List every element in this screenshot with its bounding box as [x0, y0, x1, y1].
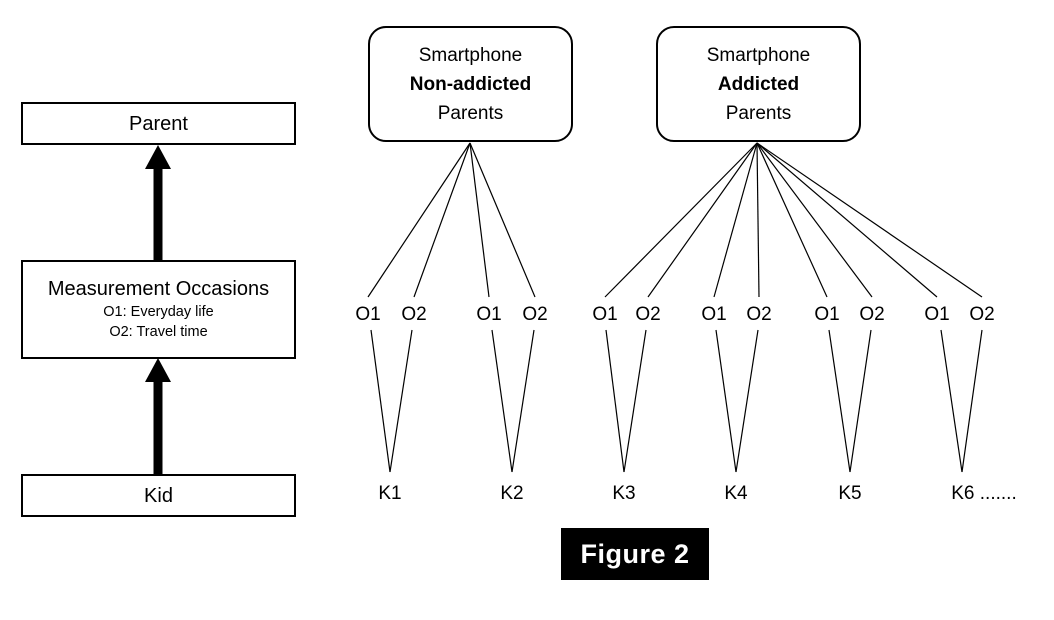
measurement-occasion-o1: O1: Everyday life	[103, 304, 214, 320]
occasion-label: O2	[859, 304, 885, 325]
occasion-label: O1	[592, 304, 618, 325]
group-node-addicted: Smartphone Addicted Parents	[656, 26, 861, 142]
arrow-measurement-to-parent	[145, 145, 171, 260]
group-line-non-addicted: Non-addicted	[409, 73, 532, 95]
level-box-parent: Parent	[21, 102, 296, 145]
occasion-label: O1	[355, 304, 381, 325]
occasion-label: O2	[746, 304, 772, 325]
level-box-kid: Kid	[21, 474, 296, 517]
fan-addicted	[604, 142, 983, 298]
level-title-parent: Parent	[129, 112, 188, 135]
occasion-label: O1	[814, 304, 840, 325]
measurement-occasion-o2: O2: Travel time	[109, 324, 208, 340]
kid-label: K3	[612, 483, 636, 504]
group-node-non-addicted: Smartphone Non-addicted Parents	[368, 26, 573, 142]
level-title-kid: Kid	[144, 484, 173, 507]
kid-label: K6 .......	[951, 483, 1017, 504]
level-box-measurement-occasions: Measurement Occasions O1: Everyday life …	[21, 260, 296, 359]
occasion-label: O1	[701, 304, 727, 325]
group-line-addicted: Addicted	[717, 73, 800, 95]
occasion-label: O1	[924, 304, 950, 325]
arrow-kid-to-measurement	[145, 358, 171, 474]
kid-label: K5	[838, 483, 862, 504]
kid-label: K4	[724, 483, 748, 504]
group-line-smartphone-non-addicted: Smartphone	[418, 44, 523, 66]
occasion-label: O2	[635, 304, 661, 325]
converge-occasions-to-kids	[370, 329, 983, 473]
group-line-smartphone-addicted: Smartphone	[706, 44, 811, 66]
kid-label: K2	[500, 483, 524, 504]
occasion-label: O1	[476, 304, 502, 325]
group-line-parents-addicted: Parents	[725, 102, 792, 124]
level-title-measurement-occasions: Measurement Occasions	[47, 278, 270, 300]
kid-label: K1	[378, 483, 402, 504]
occasion-label: O2	[522, 304, 548, 325]
group-line-parents-non-addicted: Parents	[437, 102, 504, 124]
fan-non-addicted	[367, 142, 536, 298]
occasion-label: O2	[401, 304, 427, 325]
figure-caption: Figure 2	[561, 528, 709, 580]
occasion-label: O2	[969, 304, 995, 325]
